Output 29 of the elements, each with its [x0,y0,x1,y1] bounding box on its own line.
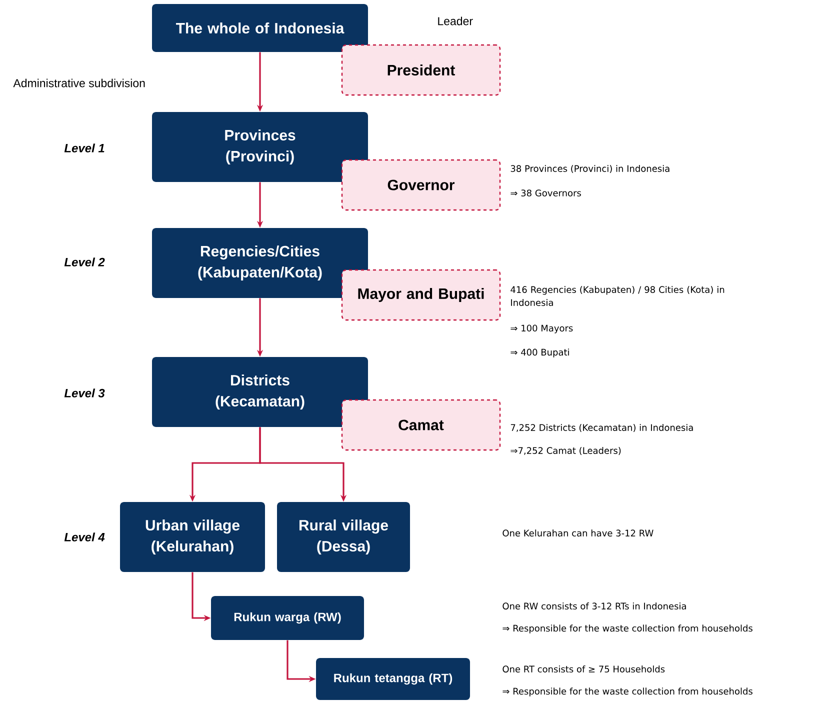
level-label: Level 1 [64,144,104,152]
leader-box: Camat [341,399,501,451]
level-label: Level 2 [64,258,105,266]
level-label: Level 4 [64,532,105,542]
level-box: Provinces (Provinci) [152,112,368,182]
note-text: ⇒ Responsible for the waste collection from households [502,688,752,696]
note-text: 7,252 Districts (Kecamatan) in Indonesia [510,424,693,432]
leader-box: Mayor and Bupati [341,269,501,321]
note-text: ⇒ 38 Governors [510,190,581,196]
note-text: ⇒ 100 Mayors [510,324,573,334]
level-box: Rukun warga (RW) [211,596,364,640]
note-text: ⇒7,252 Camat (Leaders) [510,447,621,456]
note-text: 416 Regencies (Kabupaten) / 98 Cities (Kota) in Indonesia [510,286,724,306]
leader-box: President [341,44,501,96]
note-text: One Kelurahan can have 3-12 RW [502,530,654,536]
level-box: Rukun tetangga (RT) [316,658,470,700]
note-text: One RT consists of ≥ 75 Households [502,666,665,672]
note-text: ⇒ 400 Bupati [510,348,569,358]
label: Leader [438,16,473,26]
level-label: Level 3 [64,388,105,398]
level-box: Districts (Kecamatan) [152,357,368,427]
leader-box: Governor [341,159,501,211]
note-text: One RW consists of 3-12 RTs in Indonesia [502,602,686,610]
level-box: Rural village (Dessa) [277,502,410,572]
note-text: ⇒ Responsible for the waste collection from households [502,624,752,634]
level-box: The whole of Indonesia [152,4,368,52]
label: Administrative subdivision [13,78,145,88]
level-box: Urban village (Kelurahan) [120,502,265,572]
note-text: 38 Provinces (Provinci) in Indonesia [510,165,670,174]
